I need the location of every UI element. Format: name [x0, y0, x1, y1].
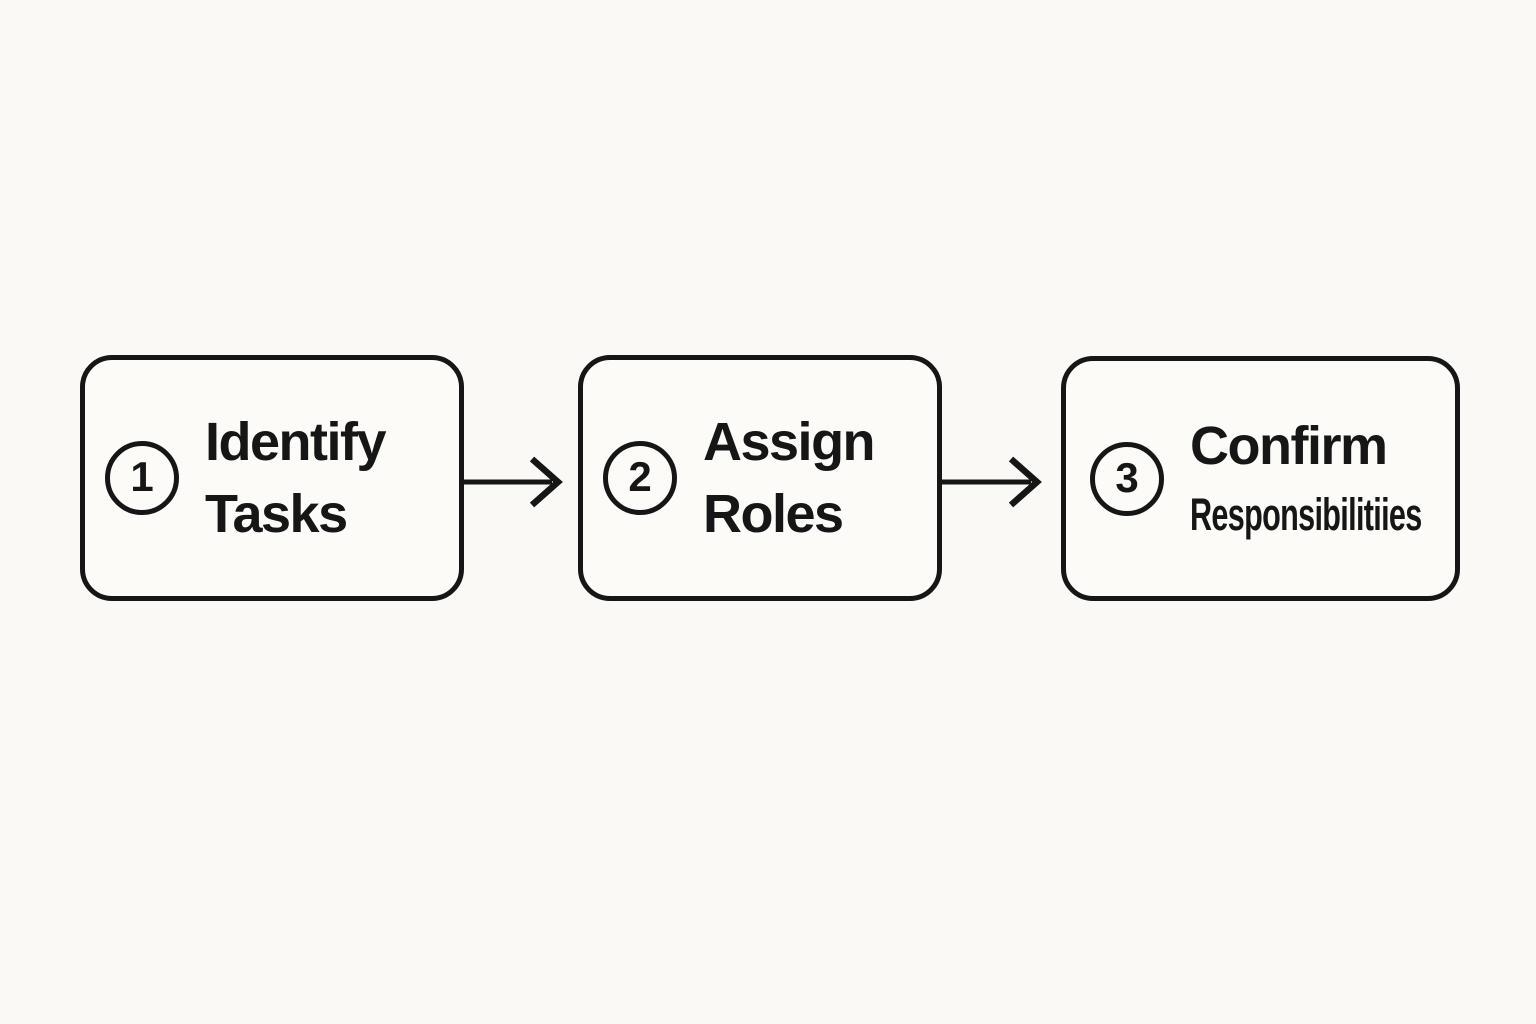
step-title-line2: Roles [703, 484, 844, 544]
step-box-confirm-responsibilities: 3 Confirm Responsibilitiies [1061, 356, 1460, 601]
step-number: 2 [628, 453, 652, 500]
step-number: 1 [130, 453, 154, 500]
step-box-identify-tasks: 1 Identify Tasks [80, 355, 464, 601]
step-title: Confirm Responsibilitiies [1190, 410, 1531, 548]
step-number-badge: 2 [603, 441, 677, 515]
step-title: Identify Tasks [205, 406, 387, 550]
step-number-badge: 3 [1090, 441, 1164, 516]
step-number-badge: 1 [105, 441, 179, 515]
step-title-line1: Assign [703, 412, 876, 472]
step-title: Assign Roles [703, 406, 876, 550]
arrow-right-icon [462, 447, 564, 517]
step-title-line1: Confirm [1190, 415, 1388, 476]
step-title-line2: Tasks [205, 484, 348, 544]
step-box-assign-roles: 2 Assign Roles [578, 355, 942, 601]
step-title-line2: Responsibilitiies [1190, 488, 1422, 540]
arrow-right-icon [941, 447, 1043, 517]
step-title-line1: Identify [205, 412, 387, 472]
step-number: 3 [1115, 453, 1139, 501]
